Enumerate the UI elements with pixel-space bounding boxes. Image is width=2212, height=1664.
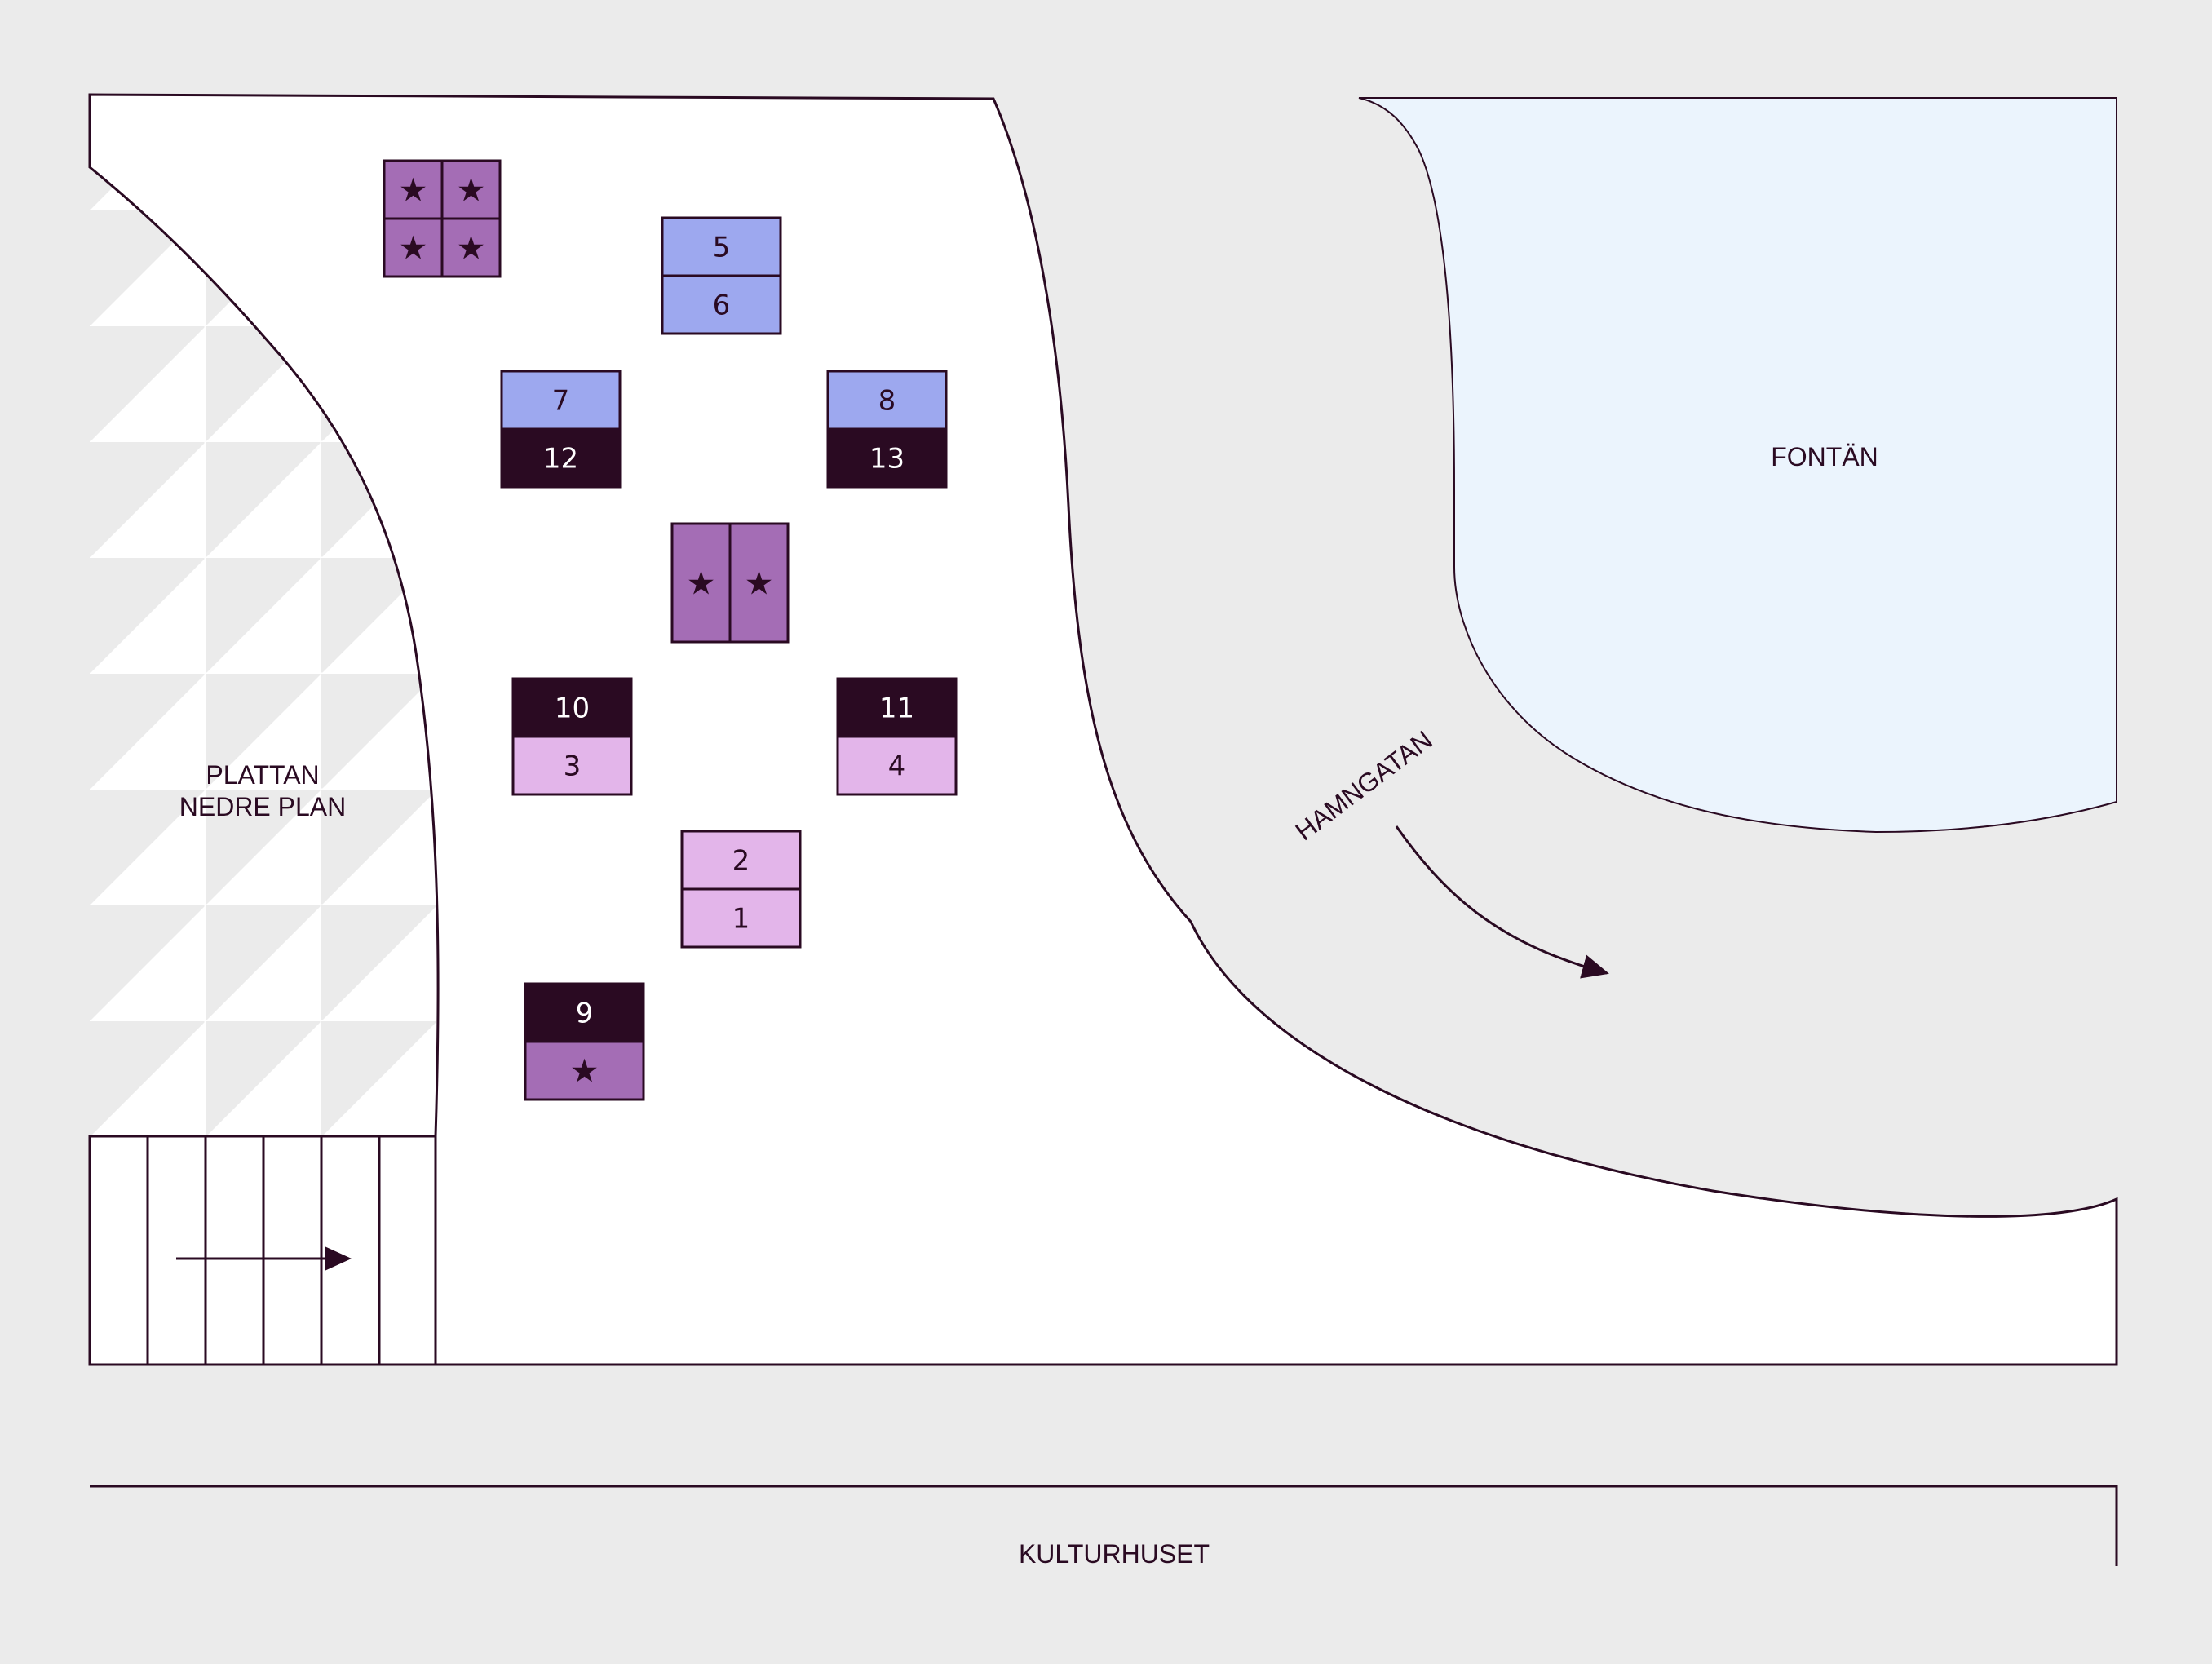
star-icon: ★	[457, 230, 486, 268]
stall-2-1[interactable]: 21	[680, 830, 802, 949]
stall-cell[interactable]	[826, 427, 948, 489]
stall-11-4[interactable]: 11 4	[836, 677, 958, 796]
stall-cell[interactable]	[670, 522, 732, 644]
stall-star-quad[interactable]: ★ ★ ★ ★	[383, 159, 502, 278]
star-icon: ★	[570, 1053, 599, 1091]
hamngatan-direction-arrow	[1395, 825, 1609, 979]
stall-number: 10	[555, 693, 590, 725]
star-icon: ★	[687, 565, 716, 603]
stall-cell[interactable]	[500, 427, 622, 489]
stall-number: 3	[564, 750, 582, 783]
stall-7-12[interactable]: 7 12	[500, 370, 622, 489]
plattan-label: PLATTAN	[206, 760, 319, 790]
stall-number: 6	[713, 290, 731, 322]
stall-number: 13	[869, 443, 905, 476]
stall-number: 2	[732, 845, 750, 878]
nedre-plan-label: NEDRE PLAN	[179, 792, 347, 821]
star-icon: ★	[745, 565, 774, 603]
stall-cell[interactable]	[728, 522, 790, 644]
stall-8-13[interactable]: 8 13	[826, 370, 948, 489]
star-icon: ★	[457, 172, 486, 210]
stall-cell[interactable]	[440, 217, 502, 278]
stall-cell[interactable]	[383, 217, 444, 278]
stall-number: 11	[879, 693, 914, 725]
stall-cell[interactable]	[524, 982, 645, 1043]
stall-cell[interactable]	[383, 159, 444, 220]
stall-10-3[interactable]: 10 3	[511, 677, 633, 796]
stall-number: 4	[888, 750, 906, 783]
stall-cell[interactable]	[680, 830, 802, 891]
stall-cell[interactable]	[511, 735, 633, 796]
kulturhuset-label: KULTURHUSET	[1019, 1539, 1210, 1569]
hamngatan-label: HAMNGATAN	[1290, 725, 1437, 847]
fountain-area	[1358, 97, 2117, 834]
stairs	[88, 1135, 437, 1366]
star-icon: ★	[399, 230, 428, 268]
stall-number: 9	[576, 998, 594, 1030]
stall-number: 7	[552, 385, 570, 418]
stall-number: 12	[543, 443, 578, 476]
stall-cell[interactable]	[836, 735, 958, 796]
stall-cell[interactable]	[524, 1040, 645, 1101]
stall-cell[interactable]	[680, 887, 802, 949]
fontan-label: FONTÄN	[1771, 442, 1878, 471]
stall-cell[interactable]	[500, 370, 622, 431]
star-icon: ★	[399, 172, 428, 210]
plattan-nedre-plan-area	[90, 167, 439, 1136]
stall-5-6[interactable]: 56	[661, 216, 782, 335]
stall-number: 5	[713, 232, 731, 264]
stall-star-pair[interactable]: ★★	[670, 522, 790, 644]
kulturhuset-building-line	[90, 1485, 2118, 1566]
stall-number: 8	[878, 385, 896, 418]
stall-cell[interactable]	[836, 677, 958, 738]
stall-number: 1	[732, 903, 750, 936]
stall-9-star[interactable]: 9★	[524, 982, 645, 1101]
stall-cell[interactable]	[661, 274, 782, 335]
